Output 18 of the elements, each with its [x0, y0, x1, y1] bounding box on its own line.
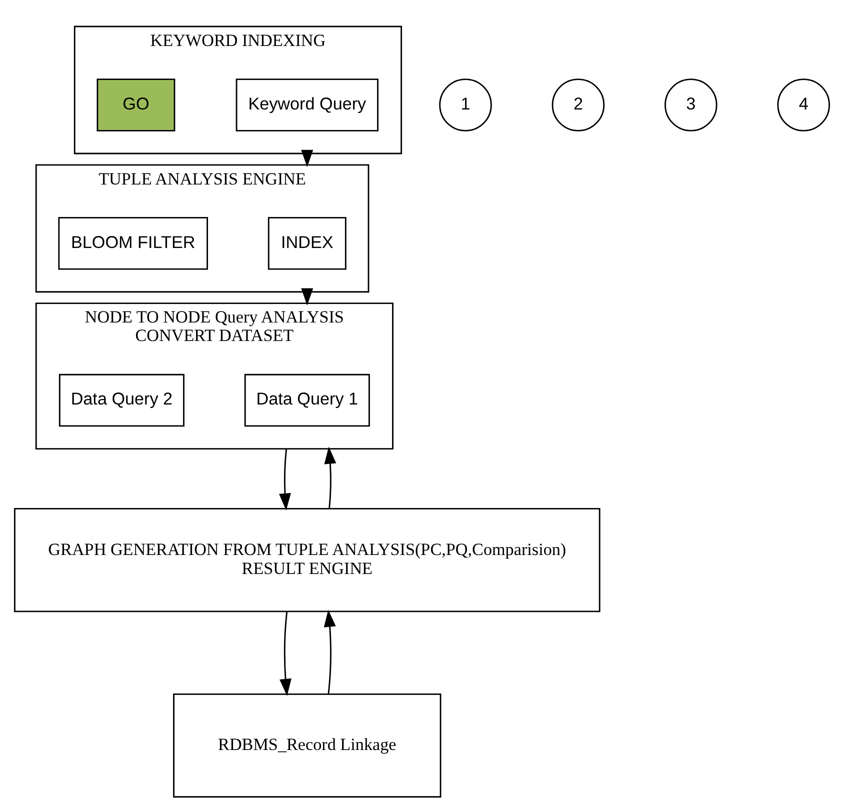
node-circle: 2: [551, 78, 604, 132]
arrow: [279, 612, 291, 696]
node-box: Data Query 1: [244, 374, 370, 427]
node-box: RDBMS_Record Linkage: [172, 693, 441, 798]
node-box: BLOOM FILTER: [58, 216, 208, 270]
arrow: [278, 448, 290, 510]
node-box: GRAPH GENERATION FROM TUPLE ANALYSIS(PC,PQ,Comparision) RESULT ENGINE: [14, 508, 600, 612]
node-circle: 4: [776, 78, 830, 132]
arrow: [300, 288, 313, 306]
arrow: [300, 150, 313, 168]
node-circle: 1: [438, 78, 492, 132]
node-circle: 3: [664, 78, 717, 132]
node-box: Keyword Query: [235, 78, 378, 132]
node-box: INDEX: [267, 216, 346, 270]
node-box: Data Query 2: [58, 374, 184, 427]
node-box: GO: [96, 78, 175, 132]
arrow: [324, 446, 336, 508]
arrow: [323, 610, 336, 694]
